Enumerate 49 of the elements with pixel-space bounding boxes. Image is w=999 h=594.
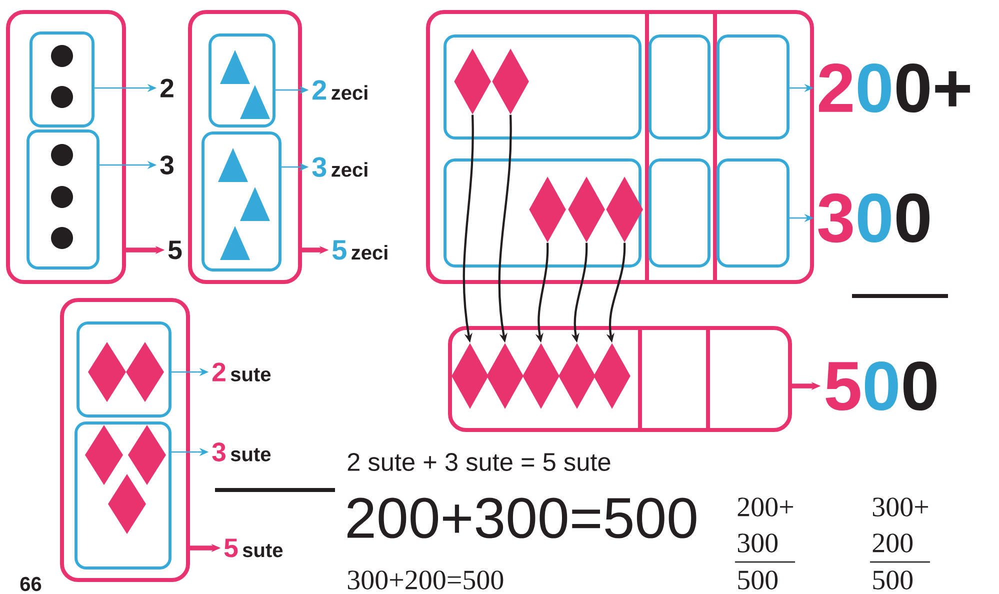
place-value-frame [426,10,814,284]
diamond-shape [486,343,524,409]
number-label: 200+ [819,63,970,113]
number-label: 5 [168,240,182,260]
number-label: 2 zeci [312,80,368,100]
equation-text: 200+300=500 [348,498,696,538]
addition-text: 300 [738,534,778,552]
equation-text: 2 sute + 3 sute = 5 sute [348,453,610,471]
addition-text: 200 [872,534,913,552]
number-label: 3 zeci [312,157,368,177]
diamond-shape [594,343,630,409]
diamond-shape [606,176,643,242]
group-frame [188,10,302,284]
cell-frame [202,132,282,272]
diamond-shape [452,343,488,409]
number-label: 2 [160,78,174,98]
cell-frame [76,322,172,418]
number-label: 5 zeci [332,240,388,260]
number-label: 500 [826,361,936,411]
cell-frame [208,34,276,128]
cell-frame [648,34,710,140]
page-number: 66 [20,576,42,592]
number-label: 3 [160,156,174,174]
result-bar [448,326,792,432]
diamond-shape [568,176,605,242]
cell-frame [648,158,710,268]
equation-text: 300+200=500 [348,570,504,590]
addition-text: 300+ [872,498,928,516]
cell-frame [716,158,790,268]
number-label: 5 sute [224,538,283,558]
cell-frame [444,34,642,140]
cell-frame [716,34,790,140]
cell-frame [74,422,172,570]
diamond-shape [558,343,596,409]
addition-text: 200+ [738,498,794,516]
addition-text: 500 [873,570,913,590]
addition-text: 500 [738,570,778,590]
diamond-shape [492,48,529,114]
number-label: 300 [818,193,930,243]
cell-frame [26,130,100,270]
group-frame [60,298,190,582]
group-frame [6,10,126,284]
cell-frame [30,32,94,128]
diamond-shape [454,48,491,114]
number-label: 3 sute [212,442,271,462]
diamond-shape [522,343,560,409]
diamond-shape [529,176,566,242]
cell-frame [444,158,642,268]
number-label: 2 sute [212,362,271,382]
